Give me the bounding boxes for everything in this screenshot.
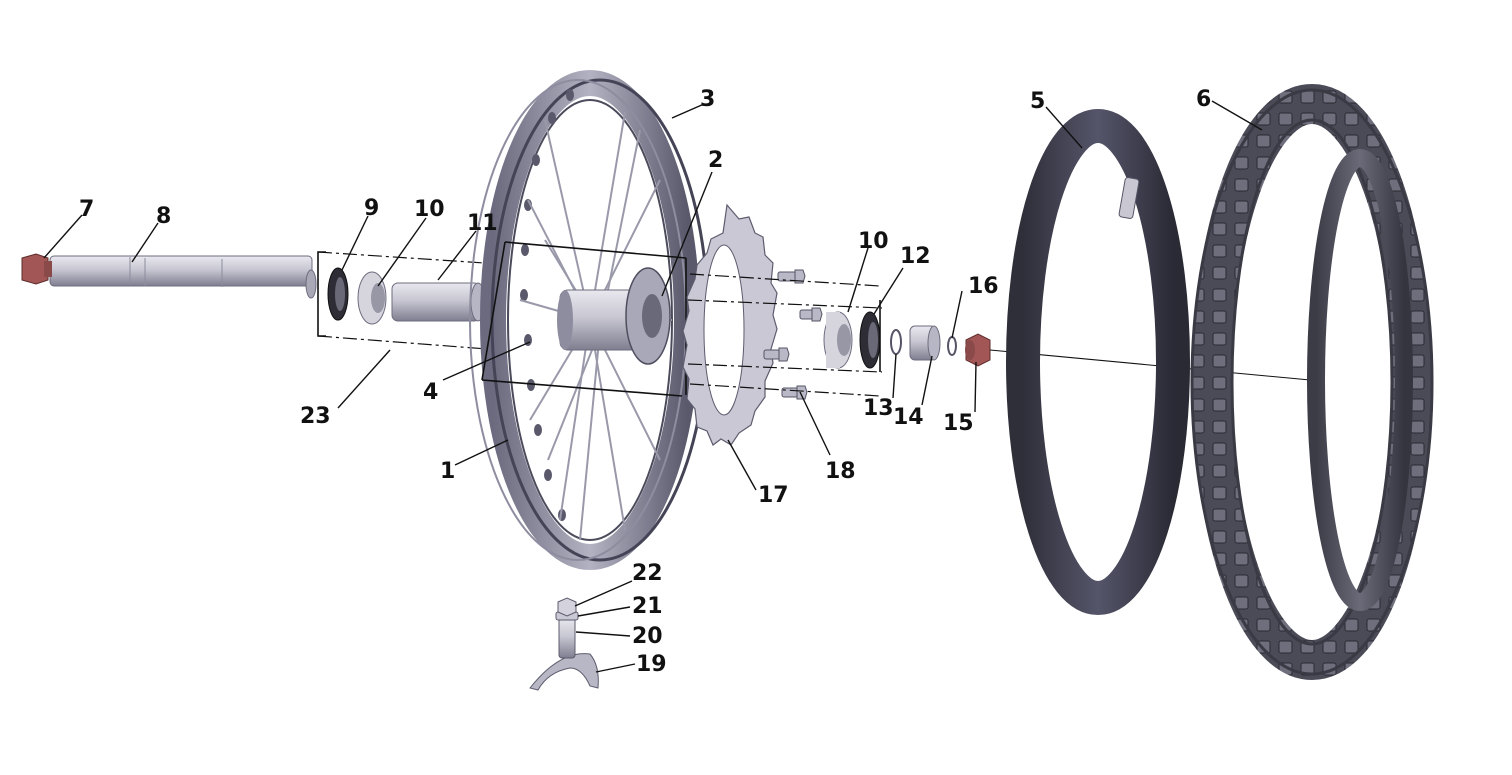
callout-11: 11: [467, 211, 498, 236]
callout-13: 13: [863, 396, 894, 421]
brake-disc: [682, 203, 778, 446]
callout-16: 16: [968, 274, 999, 299]
leader-lines: [43, 100, 1263, 673]
callout-1: 1: [440, 459, 455, 484]
callout-21: 21: [632, 594, 663, 619]
callout-10-left: 10: [414, 197, 445, 222]
callout-10-right: 10: [858, 229, 889, 254]
callout-17: 17: [758, 483, 789, 508]
axle: [49, 255, 317, 299]
callout-2: 2: [708, 148, 723, 173]
callout-15: 15: [943, 411, 974, 436]
callout-14: 14: [893, 405, 924, 430]
callout-6: 6: [1196, 87, 1211, 112]
disc-bolts: [689, 269, 881, 400]
tire: [1190, 84, 1434, 680]
hub: [557, 267, 671, 365]
callout-9: 9: [364, 196, 379, 221]
axis-line: [989, 349, 1311, 381]
callout-22: 22: [632, 561, 663, 586]
callout-19: 19: [636, 652, 667, 677]
callout-12: 12: [900, 244, 931, 269]
callout-20: 20: [632, 624, 663, 649]
callout-4: 4: [423, 380, 438, 405]
inner-tube: [1006, 109, 1190, 615]
callout-3: 3: [700, 87, 715, 112]
callout-18: 18: [825, 459, 856, 484]
valve-stem-parts: [529, 597, 599, 691]
callout-8: 8: [156, 204, 171, 229]
callout-7: 7: [79, 197, 94, 222]
callout-5: 5: [1030, 89, 1045, 114]
axle-nut-left: [21, 253, 52, 285]
callout-labels: 1 2 3 4 5 6 7 8 9 10 11 10 12 13 14 15 1…: [79, 87, 1211, 677]
callout-23: 23: [300, 404, 331, 429]
axle-nut-right: [965, 333, 991, 367]
